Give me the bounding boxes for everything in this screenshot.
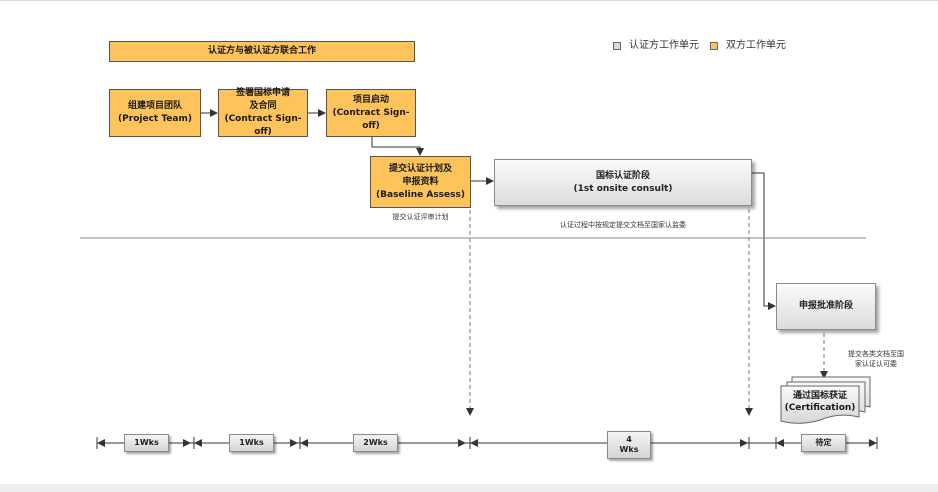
note-approval: 提交各类文档至国 家认证认可委 [848, 350, 904, 368]
step-baseline-assess-label: 提交认证计划及 申报资料 (Baseline Assess) [376, 163, 465, 200]
step-certification: 通过国标获证 (Certification) [781, 388, 859, 416]
step-baseline-assess: 提交认证计划及 申报资料 (Baseline Assess) [370, 156, 471, 208]
legend-label-joint: 双方工作单元 [726, 40, 786, 51]
step-approval: 申报批准阶段 [776, 283, 876, 330]
step-onsite-consult-label: 国标认证阶段 (1st onsite consult) [573, 170, 673, 194]
timeline-segment-5: 待定 [801, 434, 846, 452]
timeline-segment-4-label: 4 Wks [619, 435, 639, 454]
joint-work-header: 认证方与被认证方联合工作 [109, 41, 415, 62]
arrow-kickoff-to-baseline [371, 137, 424, 156]
joint-work-header-label: 认证方与被认证方联合工作 [207, 46, 316, 56]
step-project-team-label: 组建项目团队 (Project Team) [118, 101, 192, 124]
timeline-segment-2-label: 1Wks [239, 438, 264, 447]
step-contract-signoff: 签署国标申请 及合同 (Contract Sign-off) [218, 88, 308, 137]
legend-swatch-certifier [613, 42, 621, 50]
note-onsite: 认证过程中按规定提交文档至国家认监委 [560, 221, 686, 229]
timeline-segment-3-label: 2Wks [363, 438, 388, 447]
step-approval-label: 申报批准阶段 [798, 301, 853, 311]
timeline-segment-5-label: 待定 [815, 438, 832, 447]
legend-label-certifier: 认证方工作单元 [629, 40, 699, 51]
legend-swatch-joint [710, 42, 718, 50]
timeline-segment-1: 1Wks [124, 434, 169, 452]
arrow-onsite-to-approval [752, 172, 776, 310]
timeline-segment-2: 1Wks [229, 434, 274, 452]
bottom-band [0, 484, 938, 492]
timeline-segment-3: 2Wks [353, 434, 398, 452]
step-onsite-consult: 国标认证阶段 (1st onsite consult) [494, 159, 752, 206]
timeline-segment-4: 4 Wks [607, 431, 651, 459]
cert-doc-front [780, 385, 860, 424]
step-project-kickoff-label: 项目启动 (Contract Sign-off) [332, 94, 410, 131]
step-project-kickoff: 项目启动 (Contract Sign-off) [326, 89, 416, 137]
step-contract-signoff-label: 签署国标申请 及合同 (Contract Sign-off) [224, 88, 302, 137]
legend: 认证方工作单元 双方工作单元 [613, 40, 813, 54]
note-baseline: 提交认证评审计划 [392, 213, 449, 221]
top-rule [0, 0, 938, 1]
step-project-team: 组建项目团队 (Project Team) [109, 89, 201, 137]
timeline-segment-1-label: 1Wks [134, 438, 159, 447]
step-certification-label: 通过国标获证 (Certification) [784, 391, 856, 413]
